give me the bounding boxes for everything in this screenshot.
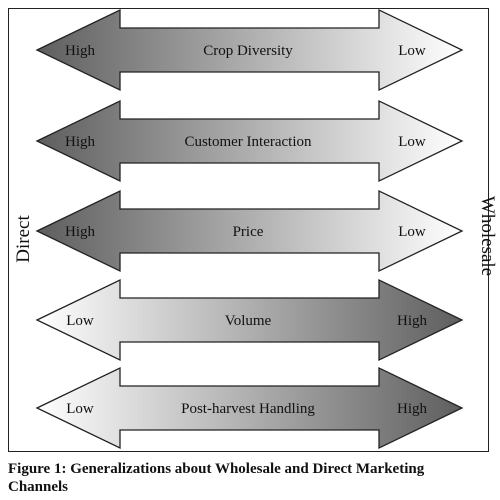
figure-caption: Figure 1: Generalizations about Wholesal… [8, 461, 425, 495]
arrow-5-label: Post-harvest Handling [181, 401, 315, 417]
arrow-1-left-text: High [65, 43, 96, 59]
arrow-5-right-text: High [397, 401, 428, 417]
double-arrow-4 [35, 278, 464, 362]
arrow-5-left-text: Low [66, 401, 94, 417]
arrow-4-left-text: Low [66, 313, 94, 329]
arrow-1-right-text: Low [398, 43, 426, 59]
double-arrow-2 [35, 99, 464, 183]
double-arrow-5 [35, 366, 464, 450]
arrow-3-label: Price [233, 224, 264, 240]
arrow-3-right-text: Low [398, 224, 426, 240]
double-arrow-1 [35, 8, 464, 92]
arrow-1-label: Crop Diversity [203, 43, 293, 59]
arrow-2-right-text: Low [398, 134, 426, 150]
direct-side-label: Direct [13, 215, 34, 263]
arrow-3-left-text: High [65, 224, 96, 240]
double-arrow-3 [35, 189, 464, 273]
arrow-2-left-text: High [65, 134, 96, 150]
arrow-4-label: Volume [225, 313, 272, 329]
wholesale-side-label: Wholesale [477, 195, 498, 277]
arrow-2-label: Customer Interaction [184, 134, 312, 150]
arrow-4-right-text: High [397, 313, 428, 329]
